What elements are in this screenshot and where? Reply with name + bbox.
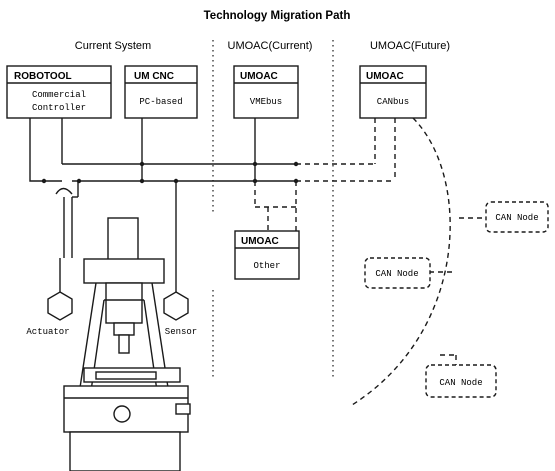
can-node-3: CAN Node — [425, 364, 497, 398]
umoac-vmebus-module: UMOAC VMEbus — [233, 65, 299, 119]
current-bus-wiring — [29, 118, 299, 292]
can-node-1-label: CAN Node — [495, 213, 538, 223]
um-cnc-module: UM CNC PC-based — [124, 65, 198, 119]
sensor-device: Sensor — [163, 291, 197, 337]
umoac-canbus-body: CANbus — [377, 97, 409, 107]
umoac-vmebus-title: UMOAC — [240, 71, 278, 82]
um-cnc-title: UM CNC — [134, 71, 174, 82]
robotool-body-line-1: Commercial — [32, 90, 86, 100]
machine-tool-illustration — [63, 217, 191, 471]
can-node-1: CAN Node — [485, 201, 549, 233]
sensor-label: Sensor — [165, 327, 197, 337]
actuator-device: Actuator — [26, 291, 73, 337]
umoac-other-body: Other — [253, 261, 280, 271]
umoac-other-module: UMOAC Other — [234, 230, 300, 280]
future-bus-wiring — [254, 117, 486, 406]
can-node-3-label: CAN Node — [439, 378, 482, 388]
umoac-other-title: UMOAC — [241, 236, 279, 247]
um-cnc-body: PC-based — [139, 97, 182, 107]
umoac-canbus-module: UMOAC CANbus — [359, 65, 427, 119]
robotool-module: ROBOTOOL Commercial Controller — [6, 65, 112, 119]
umoac-canbus-title: UMOAC — [366, 71, 404, 82]
robotool-title: ROBOTOOL — [14, 71, 72, 82]
actuator-label: Actuator — [26, 327, 69, 337]
can-node-2: CAN Node — [364, 257, 431, 289]
diagram-title: Technology Migration Path — [204, 10, 351, 22]
can-node-2-label: CAN Node — [375, 269, 418, 279]
umoac-vmebus-body: VMEbus — [250, 97, 282, 107]
column-header-current-system: Current System — [75, 40, 151, 52]
column-header-umoac-current: UMOAC(Current) — [228, 40, 313, 52]
column-header-umoac-future: UMOAC(Future) — [370, 40, 450, 52]
robotool-body-line-2: Controller — [32, 103, 86, 113]
